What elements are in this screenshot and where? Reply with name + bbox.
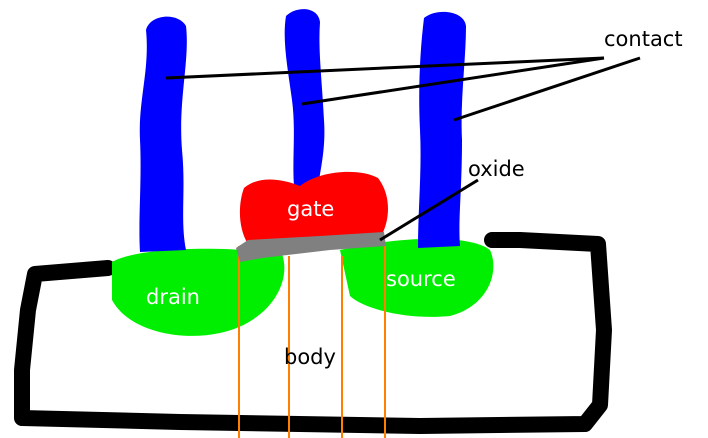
drain-contact — [139, 16, 187, 252]
gate-contact — [284, 9, 325, 188]
drain-region — [112, 248, 285, 336]
body-label: body — [284, 345, 336, 369]
oxide-leader — [379, 178, 479, 242]
oxide-layer — [236, 232, 386, 262]
gate-label: gate — [287, 197, 334, 221]
body-outline — [14, 232, 612, 434]
contact-leaders — [165, 56, 641, 122]
oxide-label: oxide — [468, 157, 525, 181]
drain-label: drain — [146, 285, 200, 309]
contact-leader-drain — [165, 56, 605, 80]
source-region — [340, 238, 494, 317]
gate-region — [239, 171, 388, 244]
contact-leader-gate — [301, 56, 605, 106]
source-contact — [418, 11, 466, 249]
source-label: source — [386, 267, 456, 291]
channel-lines — [238, 246, 386, 438]
contact-label: contact — [604, 27, 683, 51]
contact-leader-source — [453, 56, 641, 122]
